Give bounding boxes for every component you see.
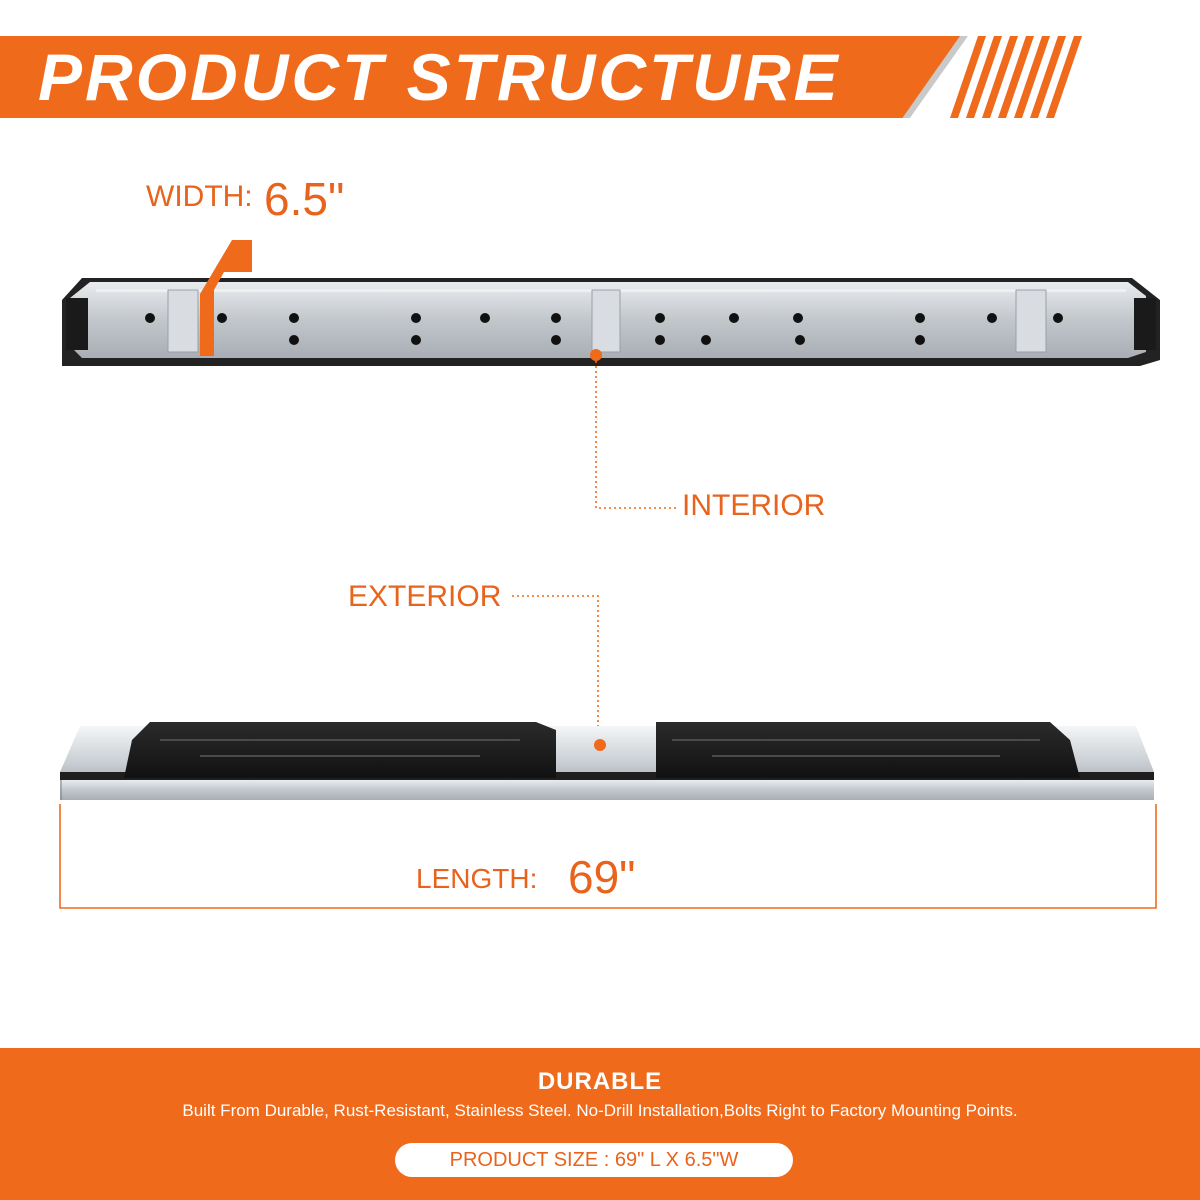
product-size-badge: PRODUCT SIZE : 69" L X 6.5"W (395, 1143, 793, 1177)
width-marker (200, 240, 252, 356)
title-banner (0, 36, 960, 118)
width-label: WIDTH: (146, 180, 253, 213)
length-label: LENGTH: (416, 863, 538, 894)
banner-stripes (950, 36, 1082, 118)
interior-board (62, 278, 1160, 366)
footer-title: DURABLE (537, 1068, 663, 1095)
length-value: 69" (568, 851, 636, 903)
page-title: PRODUCT STRUCTURE (38, 40, 841, 114)
exterior-label: EXTERIOR (348, 580, 502, 613)
interior-label: INTERIOR (682, 489, 826, 522)
width-value: 6.5" (264, 173, 345, 225)
product-illustration (59, 240, 1160, 909)
footer-description: Built From Durable, Rust-Resistant, Stai… (182, 1101, 1018, 1120)
exterior-board (60, 722, 1154, 800)
